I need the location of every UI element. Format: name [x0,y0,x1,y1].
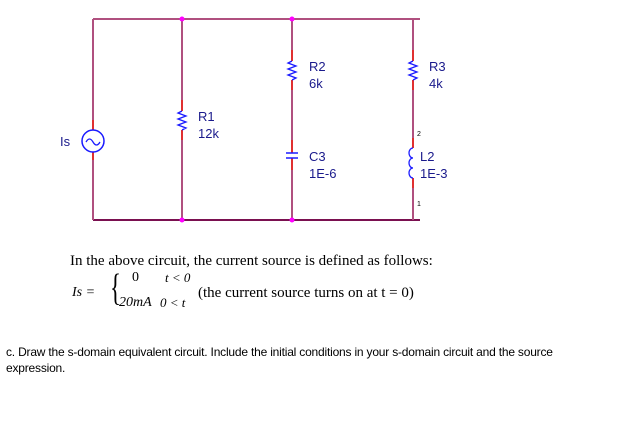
r2-value: 6k [309,76,323,91]
definition-intro: In the above circuit, the current source… [70,253,433,269]
case2-value: 20mA [119,295,152,310]
c3-value: 1E-6 [309,166,336,181]
r2-name: R2 [309,59,326,74]
l2-value: 1E-3 [420,166,447,181]
l2-pin-bottom: 1 [417,201,421,208]
piecewise-brace: { [110,267,121,309]
component-leads [92,50,414,188]
resistor-r3-icon [407,60,419,81]
current-source-icon [81,129,105,153]
r1-value: 12k [198,126,219,141]
r3-value: 4k [429,76,443,91]
r3-name: R3 [429,59,446,74]
question-text: c. Draw the s-domain equivalent circuit.… [6,345,553,375]
case1-value: 0 [132,270,139,285]
definition-lhs: Is = [72,285,96,300]
capacitor-c3-icon [286,152,298,159]
inductor-l2-icon [408,147,414,179]
case1-condition: t < 0 [165,270,191,285]
wires [92,18,420,221]
case2-condition: 0 < t [160,295,186,310]
circuit-schematic: Is R1 12k R2 6k C3 1E-6 R3 4k 2 1 L2 1E-… [60,16,447,223]
source-label: Is [60,134,71,149]
resistor-r1-icon [176,110,188,131]
r1-name: R1 [198,109,215,124]
definition-note: (the current source turns on at t = 0) [198,285,414,301]
junction-nodes [179,16,295,223]
c3-name: C3 [309,149,326,164]
l2-pin-top: 2 [417,131,421,138]
l2-name: L2 [420,149,434,164]
resistor-r2-icon [286,60,298,81]
